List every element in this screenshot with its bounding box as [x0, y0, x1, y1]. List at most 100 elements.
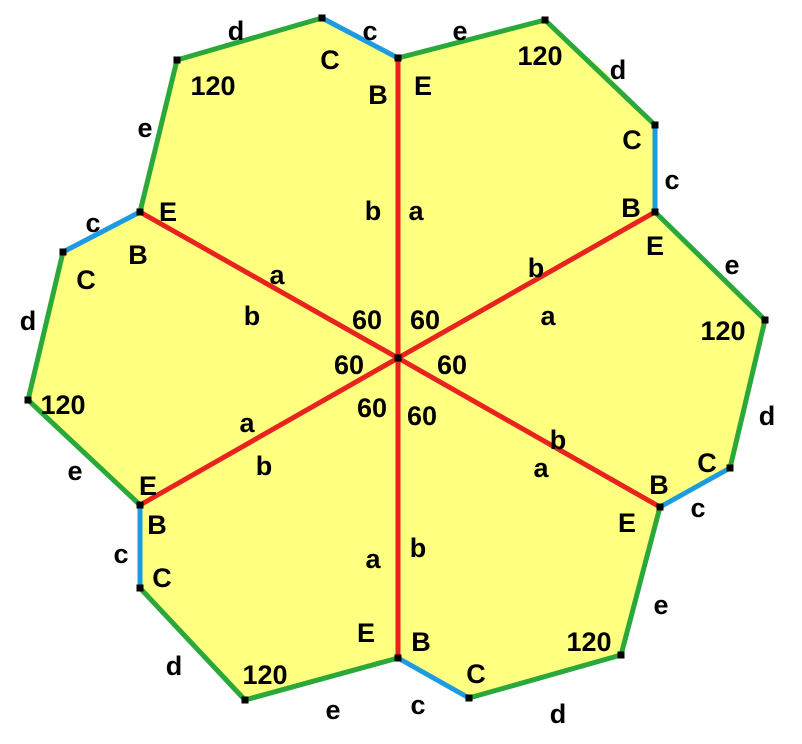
vertex-6	[656, 503, 664, 511]
label-e-5: e	[653, 590, 668, 620]
label-B-4: B	[649, 470, 669, 500]
vertex-7	[617, 651, 625, 659]
label-120-6: 120	[242, 660, 287, 690]
label-d-4: d	[759, 401, 776, 431]
label-c-5: c	[113, 539, 128, 569]
label-B-6: B	[411, 627, 431, 657]
red-edge-4	[138, 355, 400, 508]
green-edge-13	[397, 17, 546, 61]
label-C-2: C	[622, 125, 642, 155]
label-b-3: b	[244, 301, 261, 331]
green-edge-23	[137, 59, 180, 213]
green-edge-19	[244, 655, 399, 703]
vertex-3	[651, 208, 659, 216]
label-B-2: B	[621, 193, 641, 223]
label-b-1: b	[365, 196, 382, 226]
vertex-9	[394, 654, 402, 662]
label-e-6: e	[325, 695, 340, 725]
label-a-5: a	[533, 453, 549, 483]
label-60-6: 60	[407, 401, 437, 431]
vertex-16	[173, 56, 181, 64]
label-C-3: C	[76, 265, 96, 295]
label-120-2: 120	[190, 71, 235, 101]
label-d-2: d	[610, 55, 627, 85]
label-60-4: 60	[437, 350, 467, 380]
label-c-4: c	[690, 493, 705, 523]
label-d-1: d	[228, 16, 245, 46]
vertex-2	[651, 121, 659, 129]
label-a-2: a	[269, 260, 285, 290]
vertex-8	[465, 694, 473, 702]
label-C-5: C	[152, 563, 172, 593]
label-E-3: E	[646, 231, 664, 261]
label-a-4: a	[239, 408, 255, 438]
green-edge-14	[543, 18, 657, 127]
label-d-6: d	[550, 699, 567, 729]
label-a-6: a	[365, 544, 381, 574]
label-d-3: d	[20, 306, 37, 336]
label-60-1: 60	[352, 305, 382, 335]
label-C-4: C	[697, 448, 717, 478]
label-c-1: c	[362, 16, 377, 46]
green-edge-20	[138, 586, 247, 702]
label-b-2: b	[528, 253, 545, 283]
edges	[25, 15, 768, 703]
label-B-3: B	[128, 240, 148, 270]
label-120-4: 120	[40, 390, 85, 420]
vertex-11	[136, 584, 144, 592]
green-edge-18	[468, 652, 622, 701]
label-B-1: B	[368, 80, 388, 110]
label-e-1: e	[452, 16, 467, 46]
label-a-3: a	[540, 301, 556, 331]
blue-edge-6	[320, 15, 400, 61]
label-b-6: b	[410, 533, 427, 563]
vertices	[24, 14, 769, 704]
label-E-1: E	[414, 71, 432, 101]
vertex-0	[394, 54, 402, 62]
green-edge-22	[25, 251, 66, 401]
green-edge-12	[176, 15, 323, 63]
red-edge-3	[396, 209, 657, 361]
blue-edge-8	[658, 465, 732, 510]
label-C-1: C	[320, 45, 340, 75]
label-d-5: d	[166, 651, 183, 681]
label-60-2: 60	[410, 305, 440, 335]
vertex-13	[24, 396, 32, 404]
label-60-5: 60	[357, 393, 387, 423]
label-E-4: E	[139, 471, 157, 501]
label-60-3: 60	[334, 350, 364, 380]
label-B-5: B	[147, 510, 167, 540]
label-120-3: 120	[700, 316, 745, 346]
label-c-3: c	[85, 208, 100, 238]
green-edge-17	[618, 506, 663, 656]
blue-edge-9	[396, 655, 471, 701]
label-E-5: E	[618, 508, 636, 538]
label-a-1: a	[408, 196, 424, 226]
vertex-15	[136, 208, 144, 216]
label-b-4: b	[550, 425, 567, 455]
label-e-2: e	[137, 113, 152, 143]
vertex-18	[394, 354, 402, 362]
label-c-2: c	[664, 165, 679, 195]
vertex-14	[59, 248, 67, 256]
red-edge-5	[396, 355, 662, 510]
label-e-4: e	[67, 456, 82, 486]
vertex-5	[726, 464, 734, 472]
label-E-6: E	[357, 618, 375, 648]
green-edge-21	[26, 398, 142, 507]
label-b-5: b	[256, 451, 273, 481]
green-edge-16	[727, 319, 768, 469]
blue-edge-11	[61, 209, 142, 255]
label-c-6: c	[410, 690, 425, 720]
label-E-2: E	[159, 197, 177, 227]
vertex-10	[241, 696, 249, 704]
label-120-5: 120	[566, 627, 611, 657]
red-edge-2	[138, 209, 400, 361]
label-120-1: 120	[517, 41, 562, 71]
vertex-12	[136, 501, 144, 509]
vertex-4	[761, 316, 769, 324]
label-C-6: C	[466, 659, 486, 689]
label-e-3: e	[724, 250, 739, 280]
